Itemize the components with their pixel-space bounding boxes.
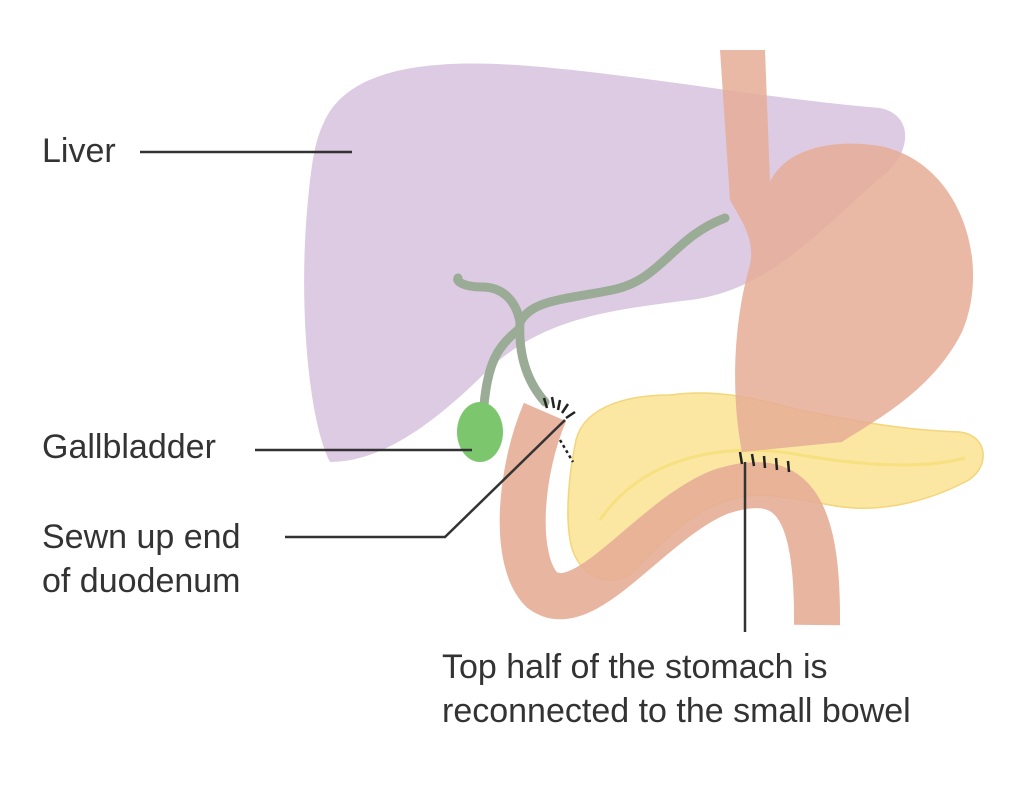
duodenum-stitches bbox=[542, 396, 576, 463]
liver-label: Liver bbox=[42, 132, 116, 170]
bile-ducts bbox=[453, 213, 730, 410]
stomach-label-line2: reconnected to the small bowel bbox=[442, 692, 911, 730]
sewn-end-label-line2: of duodenum bbox=[42, 562, 241, 600]
gallbladder-label: Gallbladder bbox=[42, 428, 216, 466]
pancreatic-duct bbox=[598, 448, 966, 521]
stomach-label-line1: Top half of the stomach is bbox=[442, 648, 828, 686]
duodenum bbox=[499, 402, 841, 626]
gallbladder bbox=[457, 402, 503, 462]
sewn-end-label-line1: Sewn up end bbox=[42, 518, 241, 556]
sewn-end-leader bbox=[285, 419, 566, 539]
anastomosis-stitches bbox=[738, 451, 791, 473]
stomach bbox=[720, 50, 974, 452]
